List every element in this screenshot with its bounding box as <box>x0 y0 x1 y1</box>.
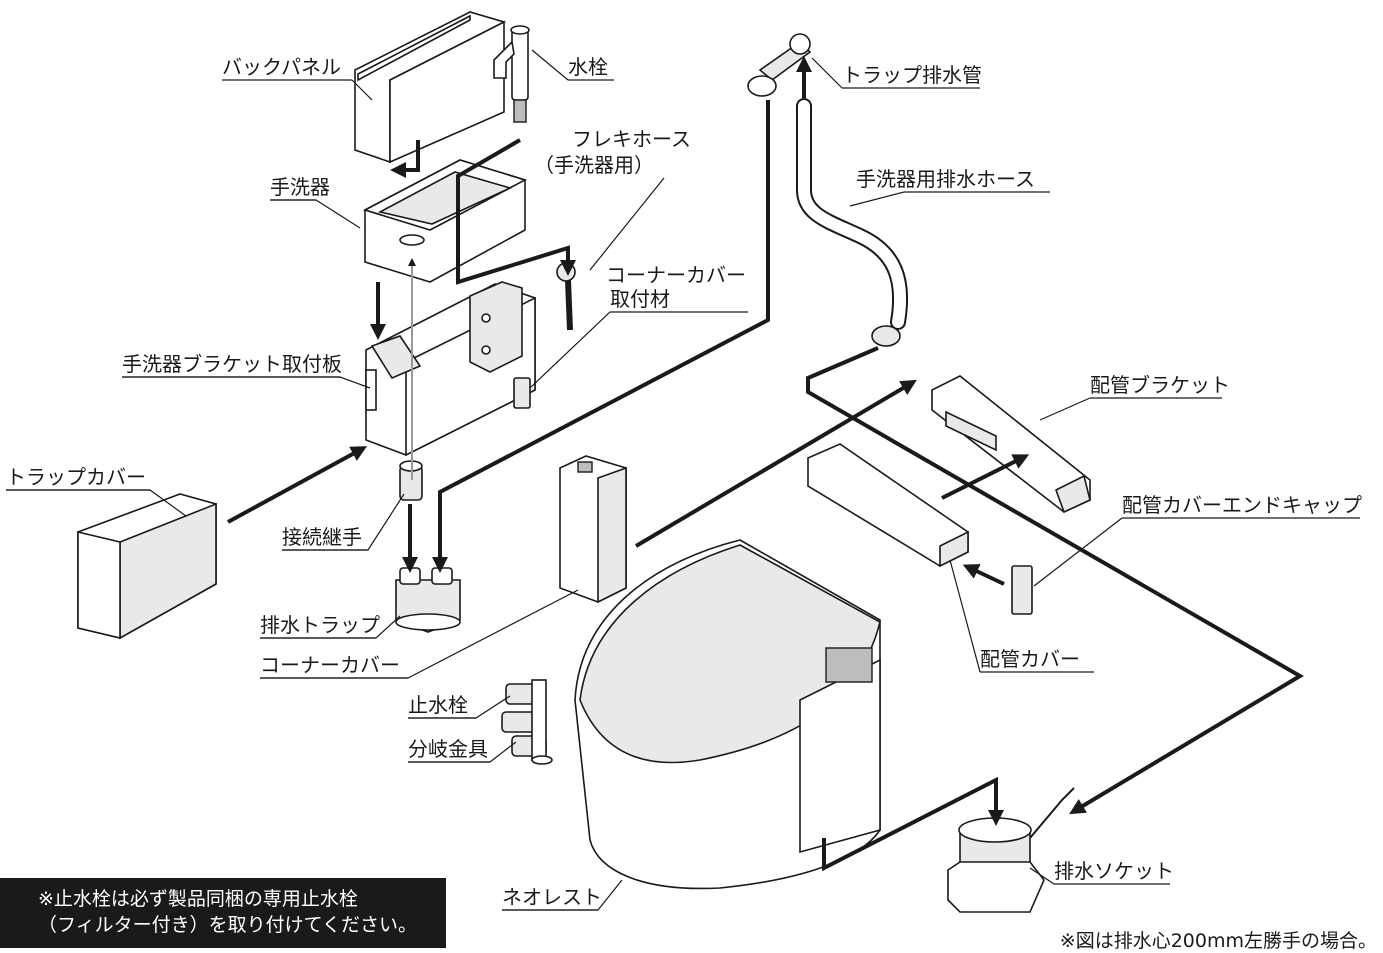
label-faucet: 水栓 <box>568 55 608 79</box>
label-flexible-hose-1: フレキホース <box>572 127 691 151</box>
label-pipe-cover-endcap: 配管カバーエンドキャップ <box>1122 493 1362 517</box>
warning-line-2: （フィルター付き）を取り付けてください。 <box>38 914 418 936</box>
label-joint: 接続継手 <box>282 525 362 549</box>
faucet <box>493 25 530 123</box>
corner-cover <box>559 455 627 604</box>
neorest-toilet <box>574 539 881 890</box>
label-back-panel: バックパネル <box>222 55 341 79</box>
pipe-cover-endcap <box>1011 565 1033 615</box>
label-hand-wash: 手洗器 <box>270 175 330 199</box>
drain-hose <box>796 98 909 347</box>
label-stop-valve: 止水栓 <box>408 693 468 717</box>
label-corner-cover: コーナーカバー <box>260 653 400 677</box>
corner-cover-fixture <box>513 377 531 409</box>
label-hand-wash-bracket: 手洗器ブラケット取付板 <box>122 352 342 376</box>
label-corner-cover-fix-2: 取付材 <box>610 287 670 311</box>
warning-line-1: ※止水栓は必ず製品同梱の専用止水栓 <box>38 888 358 910</box>
label-trap-cover: トラップカバー <box>6 465 146 489</box>
footnote: ※図は排水心200mm左勝手の場合。 <box>1059 930 1377 952</box>
hand-wash-bracket-plate <box>365 281 536 457</box>
assembly-arrows <box>227 56 1304 872</box>
pipe-bracket <box>931 375 1091 514</box>
warning-note: ※止水栓は必ず製品同梱の専用止水栓 （フィルター付き）を取り付けてください。 <box>0 878 446 948</box>
label-flexible-hose-2: （手洗器用） <box>534 153 654 177</box>
drain-socket <box>947 787 1075 913</box>
flexible-hose <box>556 262 576 331</box>
back-panel <box>354 11 507 164</box>
label-neorest: ネオレスト <box>502 885 602 909</box>
label-drain-socket: 排水ソケット <box>1054 859 1174 883</box>
leader-lines <box>6 49 1360 911</box>
label-trap-drain-pipe: トラップ排水管 <box>842 63 982 87</box>
trap-drain-pipe <box>747 33 812 97</box>
label-drain-hose: 手洗器用排水ホース <box>856 167 1035 191</box>
label-branch-fitting: 分岐金具 <box>408 737 488 761</box>
label-pipe-bracket: 配管ブラケット <box>1090 373 1230 397</box>
drain-trap <box>395 567 461 633</box>
label-drain-trap: 排水トラップ <box>260 613 380 637</box>
hand-wash-basin <box>362 159 528 283</box>
label-pipe-cover: 配管カバー <box>980 647 1080 671</box>
pipe-cover <box>807 443 969 568</box>
stop-valve-assembly <box>501 679 553 765</box>
trap-cover <box>77 493 217 640</box>
label-corner-cover-fix-1: コーナーカバー <box>606 263 746 287</box>
